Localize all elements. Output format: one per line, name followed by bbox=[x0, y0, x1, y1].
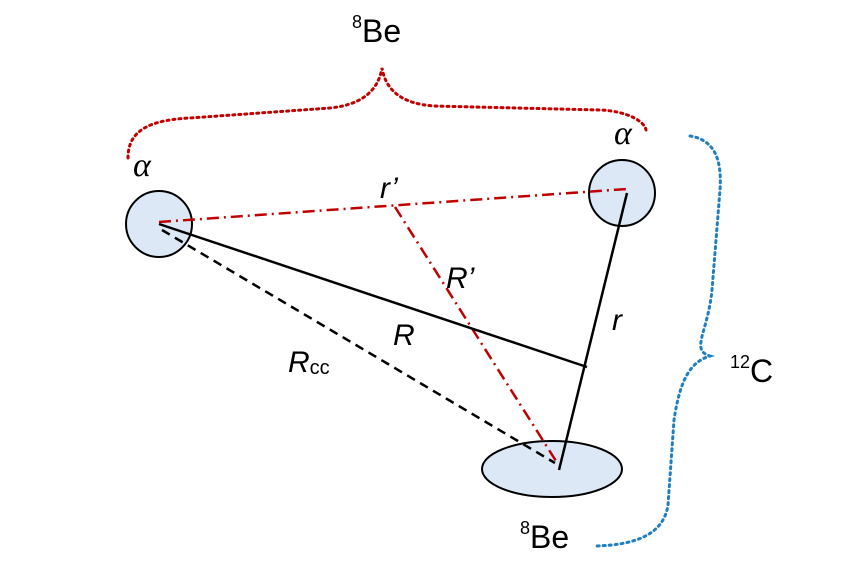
alpha-right-label: α bbox=[614, 115, 633, 152]
top-be-label: 8Be bbox=[352, 12, 401, 49]
be8-brace bbox=[126, 67, 648, 160]
r-line bbox=[557, 192, 629, 471]
r-prime-line bbox=[158, 187, 628, 224]
alpha-right-particle bbox=[588, 159, 656, 227]
alpha-left-label: α bbox=[133, 147, 152, 184]
bottom-be-label: 8Be bbox=[520, 518, 569, 555]
R-prime-line bbox=[393, 206, 558, 462]
Rcc-label: Rcc bbox=[288, 346, 330, 379]
Rcc-line bbox=[161, 228, 556, 465]
be8-particle bbox=[481, 440, 623, 498]
c12-label: 12C bbox=[730, 352, 773, 389]
r-label: r bbox=[612, 304, 623, 337]
R-line bbox=[158, 222, 588, 369]
c12-brace bbox=[593, 134, 722, 548]
R-label: R bbox=[393, 319, 415, 352]
R-prime-label: R’ bbox=[446, 262, 476, 295]
r-prime-label: r’ bbox=[380, 172, 399, 205]
